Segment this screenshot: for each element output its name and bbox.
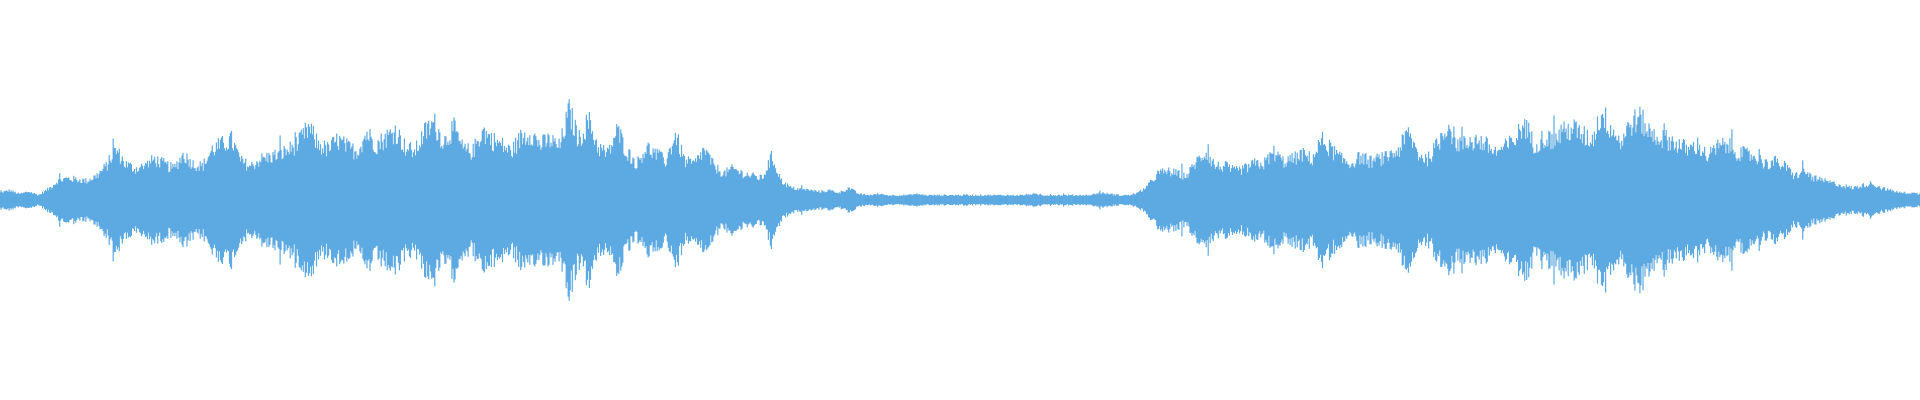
waveform-svg[interactable] <box>0 0 1920 400</box>
audio-waveform[interactable] <box>0 0 1920 400</box>
